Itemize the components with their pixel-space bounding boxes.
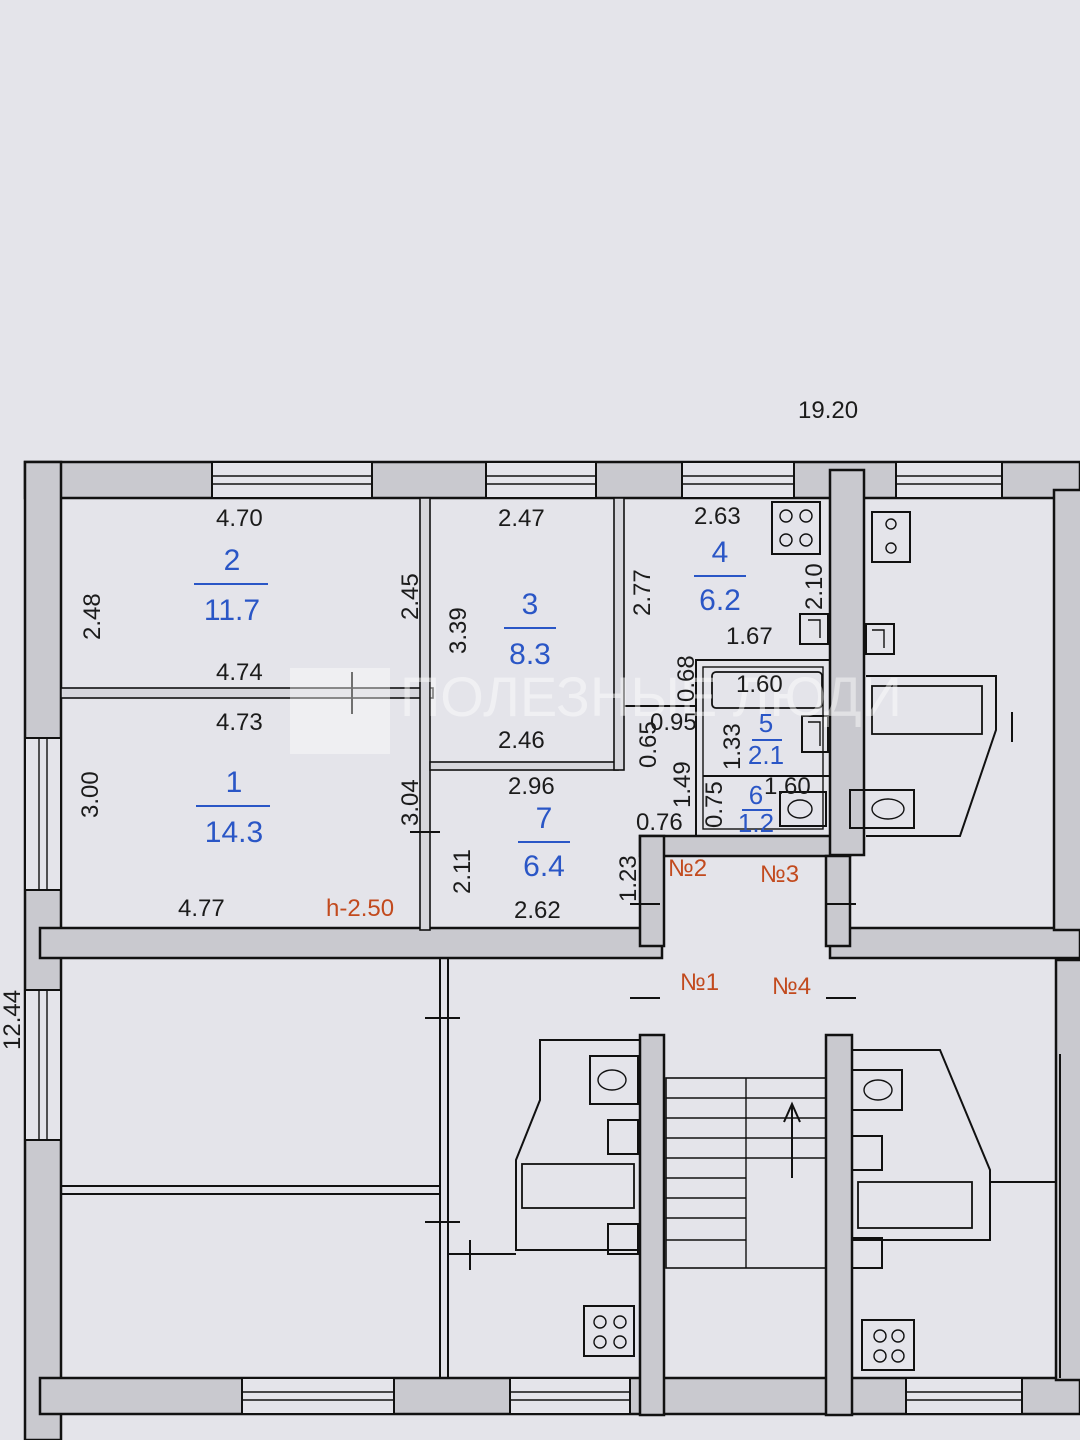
- door-numbers: №2 №3 №1 №4: [668, 855, 811, 1000]
- room-7-number: 7: [536, 802, 553, 835]
- dim-r7-right: 1.23: [615, 855, 642, 902]
- dim-r1-bottom: 4.77: [178, 895, 225, 922]
- room-6-area: 1.2: [738, 808, 774, 838]
- door-2-label: №2: [668, 855, 707, 882]
- room-3-area: 8.3: [509, 638, 551, 671]
- room-1-area: 14.3: [205, 816, 263, 849]
- room-7-area: 6.4: [523, 850, 565, 883]
- dim-r4-top: 2.63: [694, 503, 741, 530]
- door-1-label: №1: [680, 969, 719, 996]
- room-1-number: 1: [226, 766, 243, 799]
- dim-r1-top: 4.73: [216, 709, 263, 736]
- room-4-area: 6.2: [699, 584, 741, 617]
- room-4-number: 4: [712, 536, 729, 569]
- stove-icon: [771, 501, 821, 555]
- dim-r2-top: 4.70: [216, 505, 263, 532]
- partitions: [60, 497, 831, 931]
- dimensions: 19.20 12.44 4.70 2.48 2.45 4.74 4.73 3.0…: [0, 397, 858, 1050]
- dim-r3-right: 2.77: [629, 569, 656, 616]
- dim-r1-left: 3.00: [77, 771, 104, 818]
- bathtub-icon: [711, 671, 823, 709]
- room-5-number: 5: [759, 708, 773, 738]
- door-4-label: №4: [772, 973, 811, 1000]
- dim-r6-b: 1.49: [669, 761, 696, 808]
- toilet-icon: [779, 791, 827, 827]
- room-2-number: 2: [224, 544, 241, 577]
- walls: [23, 460, 1080, 1440]
- sink-icon: [865, 623, 895, 655]
- dim-r3-left: 3.39: [445, 607, 472, 654]
- ceiling-height: h-2.50: [326, 895, 394, 922]
- dim-r5-a: 0.68: [673, 655, 700, 702]
- windows: [24, 461, 1023, 1415]
- arrow-up-icon: [783, 1101, 801, 1178]
- room-5-area: 2.1: [748, 740, 784, 770]
- toilet-icon: [849, 789, 915, 829]
- dim-r7-left: 2.11: [449, 849, 476, 894]
- dim-r3-bottom: 2.46: [498, 727, 545, 754]
- dim-r1-right: 3.04: [397, 779, 424, 826]
- dim-r6-c: 0.75: [701, 781, 728, 828]
- dim-r5-c: 1.33: [719, 723, 746, 770]
- sink-icon: [799, 613, 829, 645]
- stove-icon: [583, 1305, 635, 1357]
- dim-r5-top: 1.60: [736, 671, 783, 698]
- dim-r7-bottom: 2.62: [514, 897, 561, 924]
- room-2-area: 11.7: [204, 594, 260, 627]
- stove-icon: [871, 511, 911, 563]
- door-ticks: [351, 672, 1013, 1270]
- dim-r4-bottom: 1.67: [726, 623, 773, 650]
- stove-icon: [861, 1319, 915, 1371]
- dim-r4-right: 2.10: [801, 563, 828, 610]
- dim-r6-d: 1.60: [764, 773, 811, 800]
- dim-r7-top: 2.96: [508, 773, 555, 800]
- dim-r2-left: 2.48: [79, 593, 106, 640]
- bathtub-icon: [852, 1049, 991, 1241]
- overall-depth: 12.44: [0, 990, 26, 1050]
- overall-width: 19.20: [798, 397, 858, 424]
- lower-partitions: [61, 500, 1061, 1378]
- dim-r5-b: 0.95: [650, 709, 697, 736]
- sink-icon: [801, 715, 829, 753]
- fixtures: [515, 501, 997, 1371]
- watermark: ПОЛЕЗНЫЕ ЛЮДИ: [290, 665, 902, 754]
- bathtub-icon: [866, 675, 997, 837]
- sink-icon: [607, 1119, 639, 1255]
- toilet-icon: [589, 1055, 639, 1105]
- dim-r6-e: 0.76: [636, 809, 683, 836]
- door-3-label: №3: [760, 861, 799, 888]
- dim-r2-bottom: 4.74: [216, 659, 263, 686]
- watermark-text: ПОЛЕЗНЫЕ ЛЮДИ: [400, 665, 902, 728]
- room-6-number: 6: [749, 780, 763, 810]
- bathtub-icon: [515, 1039, 641, 1251]
- dim-r3-top: 2.47: [498, 505, 545, 532]
- sink-icon: [851, 1135, 883, 1269]
- room-3-number: 3: [522, 588, 539, 621]
- toilet-icon: [851, 1069, 903, 1111]
- staircase: [665, 1077, 827, 1269]
- room-labels: 2 11.7 1 14.3 3 8.3 4 6.2 5 2.1 6 1.2 7 …: [194, 536, 784, 883]
- dim-r2-right: 2.45: [397, 573, 424, 620]
- dim-r6-a: 0.65: [635, 721, 662, 768]
